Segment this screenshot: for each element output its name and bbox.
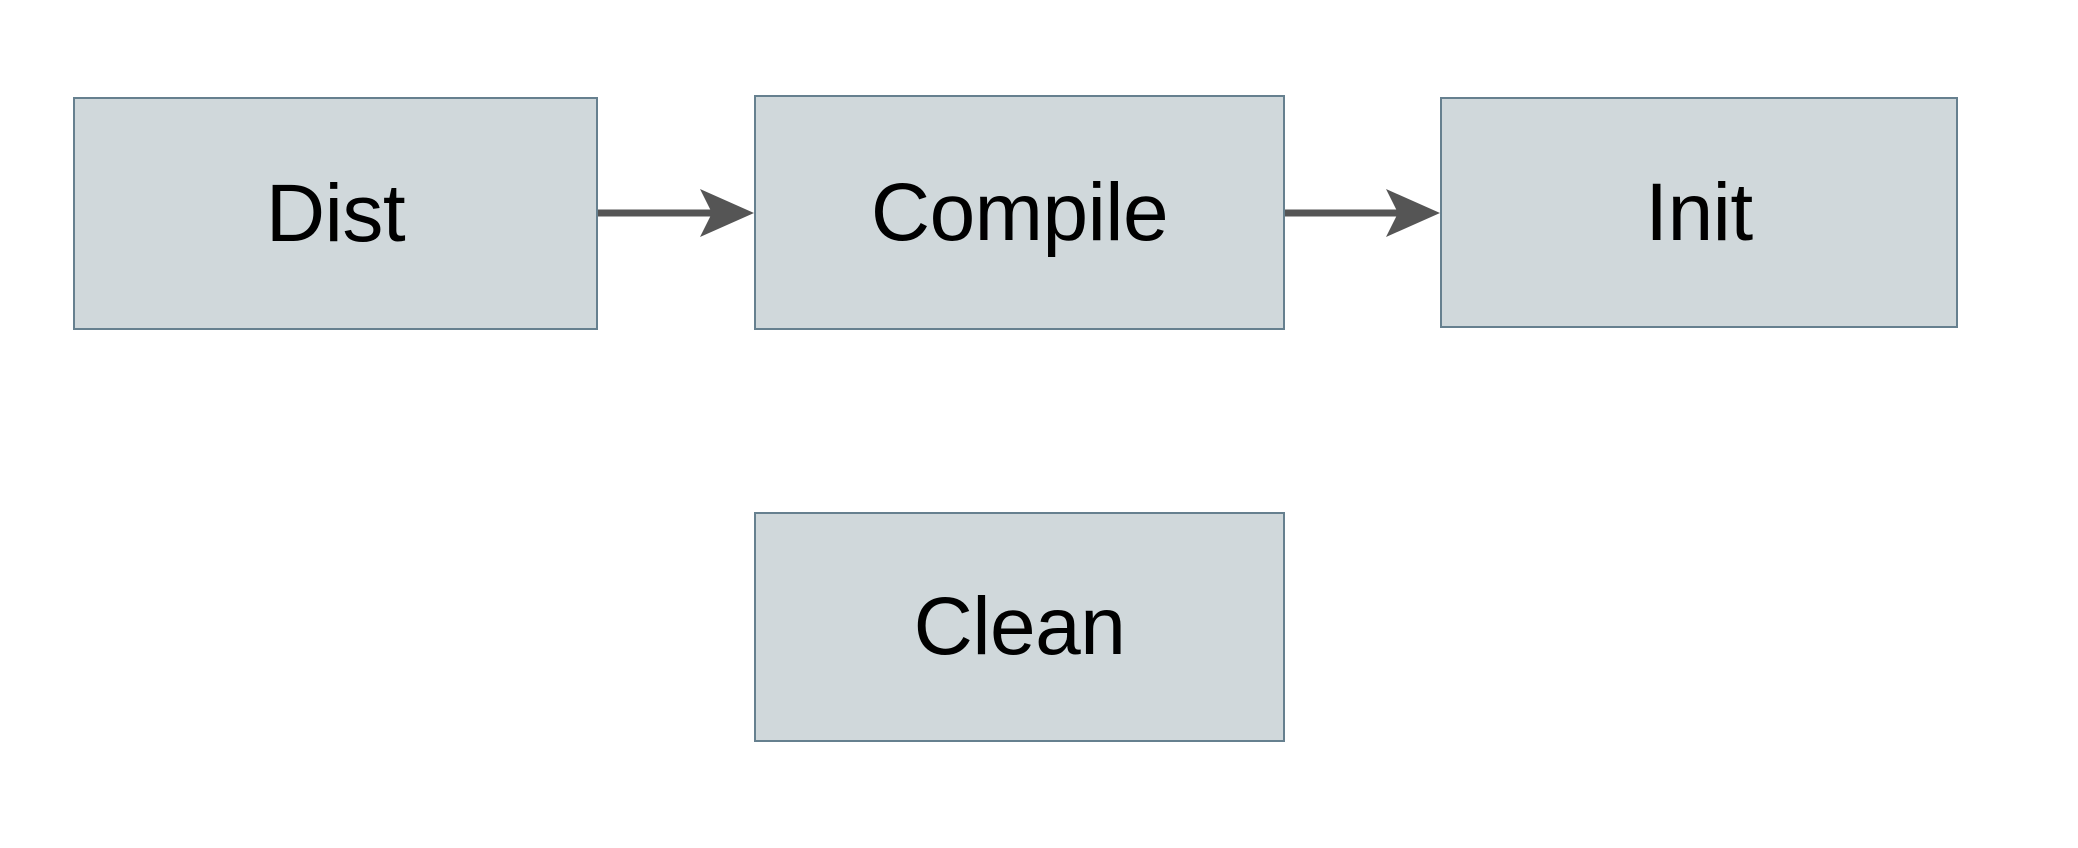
edge-compile-to-init[interactable] [1285, 189, 1440, 237]
node-label-compile: Compile [870, 166, 1169, 258]
edge-dist-to-compile[interactable] [598, 189, 754, 237]
node-clean[interactable]: Clean [754, 512, 1285, 742]
arrowhead-icon [1386, 189, 1440, 237]
node-init[interactable]: Init [1440, 97, 1958, 328]
node-compile[interactable]: Compile [754, 95, 1285, 330]
node-label-clean: Clean [913, 581, 1126, 672]
node-label-dist: Dist [265, 167, 406, 259]
node-label-init: Init [1645, 166, 1753, 258]
node-dist[interactable]: Dist [73, 97, 598, 330]
arrowhead-icon [700, 189, 754, 237]
